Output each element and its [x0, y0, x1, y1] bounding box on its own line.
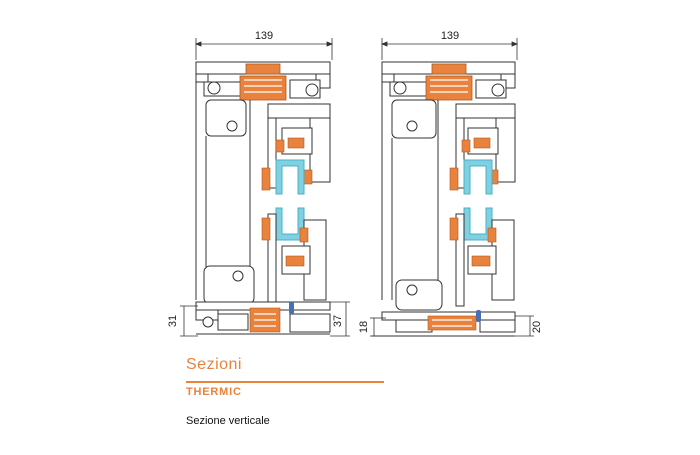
right-dim-18: 18	[358, 321, 370, 333]
right-bottom-thermal-break	[427, 315, 477, 331]
left-bottom-sill	[195, 301, 331, 335]
title-underline	[186, 381, 384, 383]
left-width-label: 139	[255, 30, 273, 42]
right-gasket	[476, 310, 481, 322]
right-width-dimension	[380, 38, 519, 60]
right-dim-20: 20	[531, 321, 543, 333]
right-width-label: 139	[441, 30, 459, 42]
section-title: Sezioni	[186, 356, 242, 373]
right-top-thermal-break	[425, 63, 473, 101]
left-bottom-dimensions	[180, 301, 350, 337]
left-section-drawing: 139	[167, 30, 350, 337]
right-section-drawing: 139	[358, 30, 543, 337]
right-glass-upper	[463, 159, 493, 195]
left-glass-upper	[275, 159, 305, 195]
left-sash-upper	[195, 74, 331, 300]
section-caption: Sezione verticale	[186, 415, 270, 427]
right-sash-upper	[381, 74, 516, 300]
left-dim-31: 31	[167, 315, 179, 327]
section-subtitle: THERMIC	[186, 386, 242, 398]
left-top-thermal-break	[239, 63, 287, 101]
left-bottom-thermal-break	[249, 307, 281, 333]
left-gasket	[289, 302, 294, 314]
left-dim-37: 37	[332, 315, 344, 327]
right-lower-thermal-inserts	[449, 217, 497, 267]
left-width-dimension	[194, 38, 334, 60]
right-upper-thermal-inserts	[449, 137, 499, 191]
right-bottom-dimensions	[370, 315, 534, 337]
left-lower-thermal-inserts	[261, 217, 309, 267]
